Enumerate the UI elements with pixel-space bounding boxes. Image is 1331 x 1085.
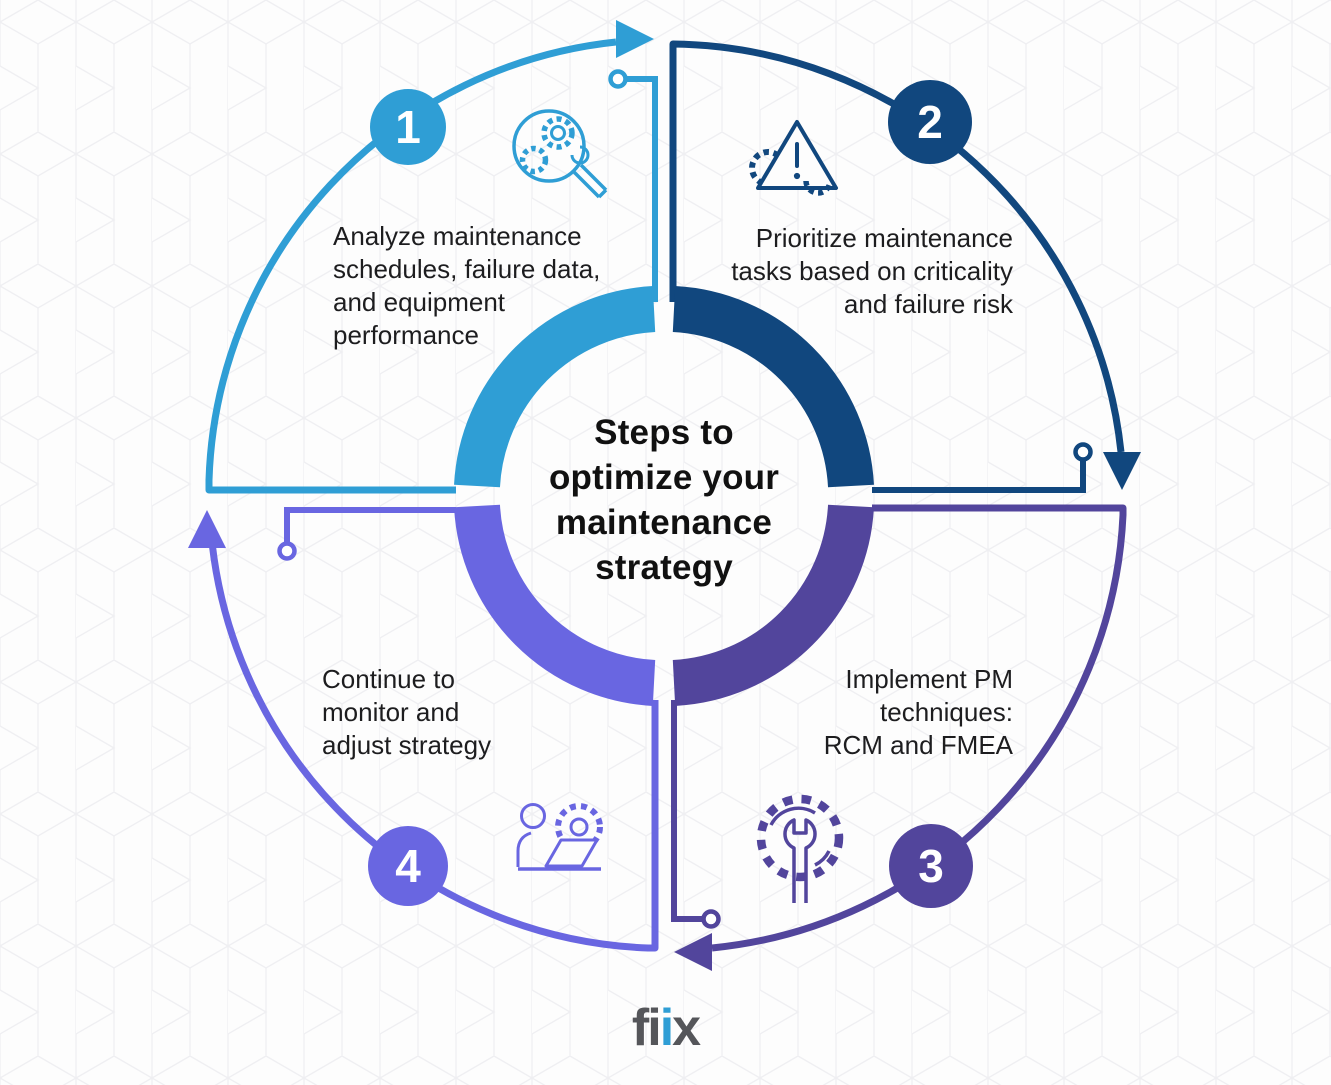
logo-accent-letter: i [659,999,675,1057]
step2-outer-arc [669,40,1125,453]
step-number: 2 [917,96,943,148]
arrow-down-icon [1103,452,1141,490]
arrow-up-icon [188,510,226,548]
step1-outer-arc [205,38,617,494]
ring-quadrant-1 [454,286,656,488]
step-number: 1 [395,101,421,153]
node-dot [1073,442,1093,462]
inner-ring [454,286,874,706]
fiix-logo: fiix [0,998,1331,1058]
step1-number-badge: 1 [370,89,446,165]
step2-number-badge: 2 [888,80,972,164]
magnifier-gears-icon [512,109,608,199]
step4-description: Continue to monitor and adjust strategy [322,664,492,760]
step-number: 4 [395,840,421,892]
step3-connector [671,700,721,929]
ring-quadrant-4 [454,504,656,706]
ring-quadrant-3 [672,504,874,706]
person-laptop-gear-icon [516,803,603,871]
step4-outer-arc [207,531,659,952]
ring-quadrant-2 [672,286,874,488]
step3-outer-arc [711,504,1127,952]
step3-description: Implement PM techniques: RCM and FMEA [823,664,1013,760]
step3-number-badge: 3 [889,824,973,908]
arrow-left-icon [674,933,712,971]
node-dot [277,541,297,561]
step-number: 3 [918,840,944,892]
node-dot [608,69,628,89]
step4-connector [277,507,456,561]
step2-connector [872,442,1093,493]
warning-gear-icon [749,120,838,196]
logo-prefix: fi [631,999,662,1057]
arrow-right-icon [616,20,654,58]
node-dot [701,909,721,929]
step4-number-badge: 4 [368,826,448,906]
logo-suffix: x [672,999,701,1057]
step1-connector [608,69,658,302]
gear-wrench-icon [756,794,844,903]
center-title: Steps to optimize your maintenance strat… [548,413,780,587]
step1-description: Analyze maintenance schedules, failure d… [333,221,601,350]
step2-description: Prioritize maintenance tasks based on cr… [731,223,1013,319]
